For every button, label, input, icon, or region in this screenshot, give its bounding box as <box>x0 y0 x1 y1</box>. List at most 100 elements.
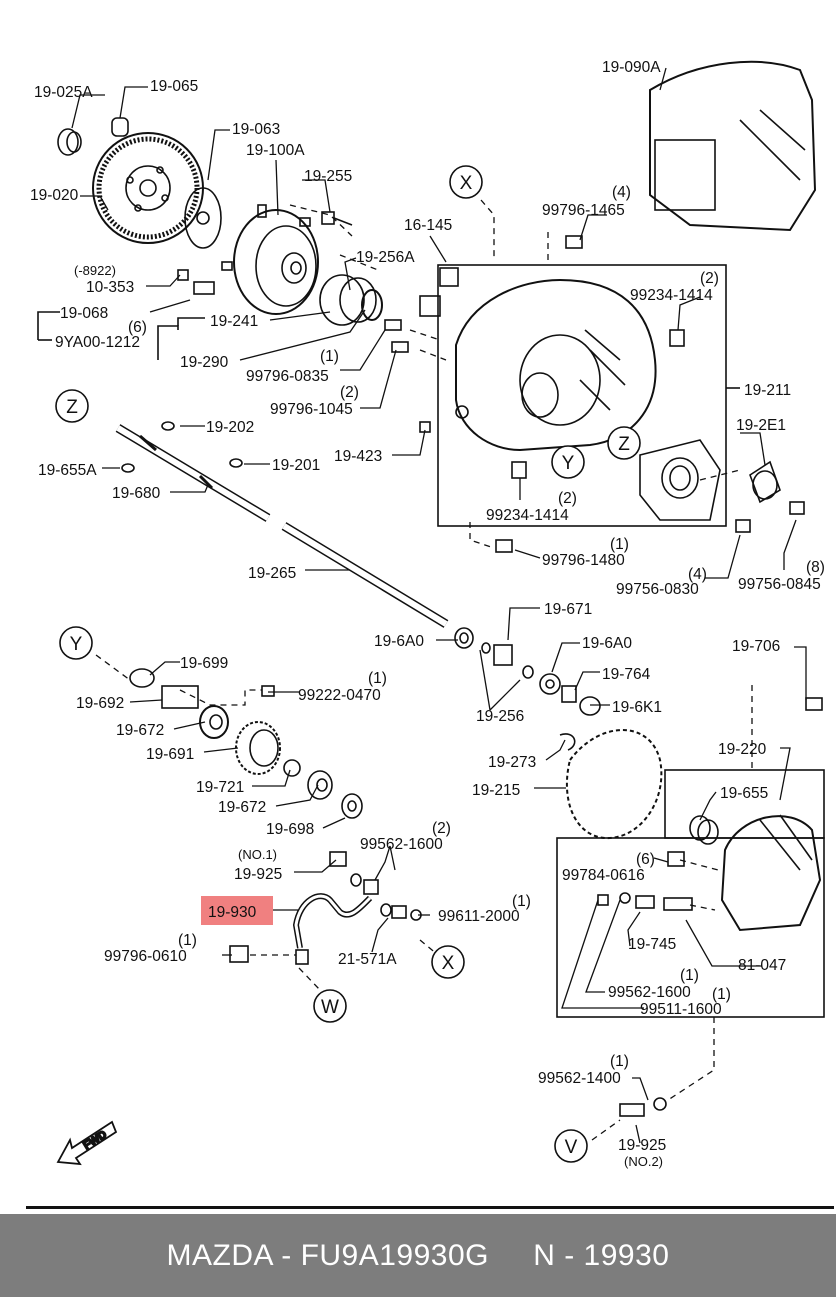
callout-label: 19-6A0 <box>374 633 424 650</box>
drive-plate <box>221 204 319 315</box>
reference-circle-letter: Y <box>562 453 575 474</box>
callout-label: 19-672 <box>218 799 266 816</box>
long-shaft <box>281 522 449 628</box>
callout-label: (6) <box>128 319 147 336</box>
reference-circle-outline <box>313 989 347 1023</box>
transaxle-assembly <box>649 60 817 232</box>
callout-label: 19-025A <box>34 84 93 101</box>
callout-label: 19-211 <box>744 382 791 399</box>
callout-label: 99511-1600 <box>640 1001 722 1018</box>
reference-circle: Z <box>55 389 89 423</box>
oil-seal <box>749 460 781 504</box>
callout-label: 99611-2000 <box>438 908 520 925</box>
callout-label: 19-721 <box>196 779 244 796</box>
callout-label: 19-691 <box>146 746 194 763</box>
callout-label: 99756-0845 <box>738 576 821 593</box>
reference-circle-letter: Y <box>70 634 83 655</box>
callout-label: (1) <box>680 967 699 984</box>
callout-label: 16-145 <box>404 217 452 234</box>
highlight-box <box>201 896 273 925</box>
extension-housing <box>720 814 822 932</box>
reference-circle-outline <box>607 426 641 460</box>
callout-label: 19-745 <box>628 936 676 953</box>
callout-label: 19-423 <box>334 448 382 465</box>
part-shapes <box>57 60 823 1117</box>
callout-label: (NO.2) <box>624 1154 663 1169</box>
callout-label: 19-698 <box>266 821 314 838</box>
fwd-arrow-icon: FWD <box>56 1120 118 1166</box>
callout-label: 10-353 <box>86 279 134 296</box>
callout-label: (NO.1) <box>238 847 277 862</box>
frame-lines <box>37 264 825 1018</box>
reference-circle: Y <box>551 445 585 479</box>
callout-label: 19-220 <box>718 741 767 758</box>
callout-label: 19-706 <box>732 638 780 655</box>
callout-label: 19-764 <box>602 666 651 683</box>
callout-label: (4) <box>612 184 631 201</box>
callout-label: 19-6K1 <box>612 699 662 716</box>
callout-label: 99222-0470 <box>298 687 381 704</box>
callout-label: 99796-0835 <box>246 368 329 385</box>
dashed-leaders <box>95 199 753 1141</box>
callout-label: (2) <box>700 270 719 287</box>
callout-label: (1) <box>712 986 731 1003</box>
reference-circle-outline <box>59 626 93 660</box>
case-box <box>437 264 727 527</box>
callout-label: 19-925 <box>234 866 282 883</box>
callout-label: 19-2E1 <box>736 417 786 434</box>
callout-label: 19-201 <box>272 457 320 474</box>
callout-label: 19-699 <box>180 655 228 672</box>
callout-label: 99234-1414 <box>486 507 569 524</box>
callout-label: (2) <box>340 384 359 401</box>
reference-circle-letter: Z <box>66 397 78 418</box>
reference-circle-letter: V <box>565 1137 578 1158</box>
callout-label: 19-692 <box>76 695 124 712</box>
reference-circle: W <box>313 989 347 1023</box>
callout-label: 19-273 <box>488 754 536 771</box>
reference-circle-outline <box>431 945 465 979</box>
reference-circle-letter: X <box>442 953 455 974</box>
callout-label: 19-290 <box>180 354 229 371</box>
callout-label: 99796-0610 <box>104 948 187 965</box>
solid-leaders <box>71 67 807 1144</box>
callout-label: 19-068 <box>60 305 108 322</box>
housing-box <box>556 837 825 1018</box>
callout-label: 99234-1414 <box>630 287 713 304</box>
gasket <box>565 729 663 840</box>
transaxle-case <box>455 278 657 452</box>
callout-label: 99562-1400 <box>538 1070 621 1087</box>
pilot-bushing <box>57 128 82 156</box>
callout-label: 19-100A <box>246 142 305 159</box>
callout-label: 99784-0616 <box>562 867 645 884</box>
callout-label: 19-241 <box>210 313 258 330</box>
reference-circle: X <box>431 945 465 979</box>
callout-label: 99756-0830 <box>616 581 699 598</box>
callout-label: 19-265 <box>248 565 296 582</box>
callout-label: 19-671 <box>544 601 592 618</box>
callout-label: (8) <box>806 559 825 576</box>
reference-circle-letter: W <box>321 997 339 1018</box>
callout-label: 19-256A <box>356 249 415 266</box>
reference-circle-outline <box>55 389 89 423</box>
highlighted-part-label: 19-930 <box>208 904 257 921</box>
callout-label: (2) <box>432 820 451 837</box>
callout-label: 19-925 <box>618 1137 666 1154</box>
callout-label: 19-256 <box>476 708 524 725</box>
callout-label: 19-680 <box>112 485 161 502</box>
callout-label: 99796-1045 <box>270 401 353 418</box>
callout-label: 81-047 <box>738 957 786 974</box>
callout-label: (1) <box>610 536 629 553</box>
side-cover <box>639 439 721 521</box>
reference-circle: Y <box>59 626 93 660</box>
callout-label: (1) <box>610 1053 629 1070</box>
flywheel <box>92 132 204 244</box>
footer-bar: MAZDA - FU9A19930G N - 19930 <box>0 1214 836 1297</box>
callout-label: 19-6A0 <box>582 635 632 652</box>
reference-circle-letter: X <box>460 173 473 194</box>
callout-label: 19-065 <box>150 78 198 95</box>
callout-label: (1) <box>320 348 339 365</box>
footer-caption: MAZDA - FU9A19930G N - 19930 <box>166 1238 670 1272</box>
